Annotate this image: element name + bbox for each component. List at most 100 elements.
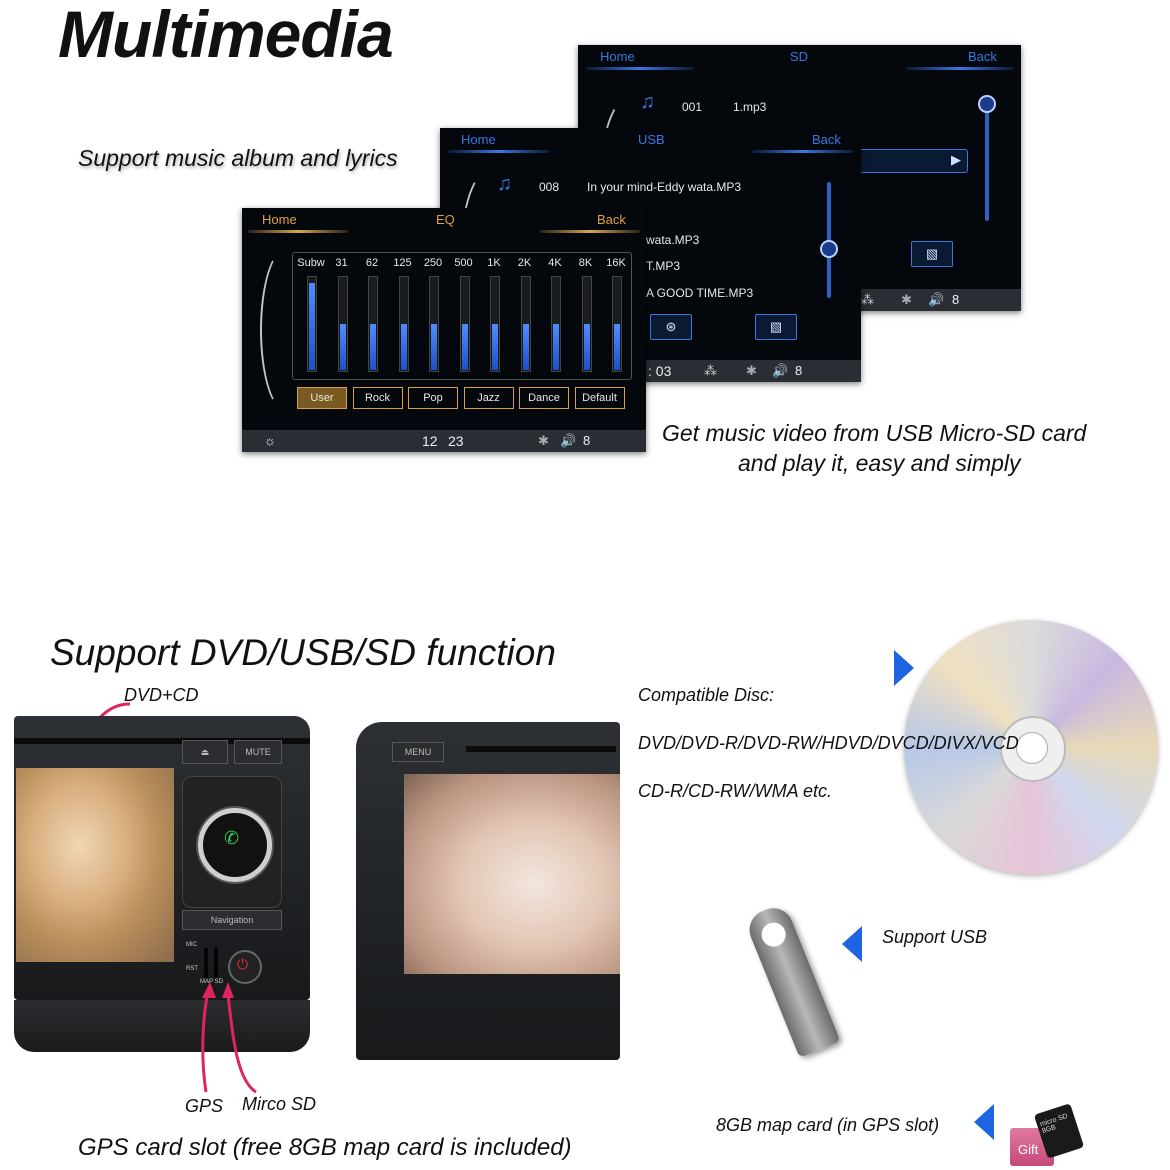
sd-track-no: 001 — [682, 100, 703, 114]
eq-home-tab[interactable]: Home — [262, 212, 297, 227]
caption-video-line1: Get music video from USB Micro-SD card — [662, 420, 1087, 446]
usb-list-item[interactable]: A GOOD TIME.MP3 — [646, 286, 754, 300]
speaker-icon: 🔊 — [928, 292, 945, 307]
compatible-disc-line2: CD-R/CD-RW/WMA etc. — [638, 781, 832, 801]
bluetooth-icon: ✱ — [538, 433, 549, 448]
eq-title: EQ — [436, 212, 455, 227]
brightness-icon[interactable]: ☼ — [264, 433, 276, 448]
eq-band-slider[interactable] — [520, 276, 531, 372]
bluetooth-icon: ✱ — [901, 292, 912, 307]
speaker-icon: 🔊 — [560, 433, 577, 448]
play-icon: ▶ — [951, 152, 961, 167]
card-pointer-triangle — [974, 1104, 994, 1140]
eq-band-label: 250 — [423, 257, 443, 269]
sd-back-tab[interactable]: Back — [968, 49, 997, 64]
head-unit-bezel — [14, 1000, 310, 1052]
eq-back-tab[interactable]: Back — [597, 212, 626, 227]
eq-preset-button[interactable]: Jazz — [463, 387, 514, 409]
navigation-button[interactable]: Navigation — [182, 910, 282, 930]
eq-band-slider[interactable] — [612, 276, 622, 372]
sd-home-tab[interactable]: Home — [600, 49, 635, 64]
sd-volume-slider[interactable] — [985, 101, 989, 221]
speaker-icon: 🔊 — [772, 363, 789, 378]
eq-band-slider[interactable] — [307, 276, 317, 372]
map-sd-label: MAP SD — [200, 979, 223, 985]
eq-band-level — [522, 324, 529, 370]
head-unit-rear: MENU — [356, 722, 620, 1060]
usb-list-item[interactable]: T.MP3 — [646, 259, 681, 273]
microsd-slot[interactable] — [214, 948, 218, 978]
phone-icon: ✆ — [224, 828, 240, 848]
power-button[interactable] — [228, 950, 262, 984]
eq-band-level — [431, 324, 437, 370]
map-card-label: 8GB map card (in GPS slot) — [716, 1115, 940, 1135]
eq-clock-hour: 12 — [422, 433, 438, 449]
bluetooth-icon: ✱ — [746, 363, 757, 378]
usb-back-tab[interactable]: Back — [812, 132, 841, 147]
eq-band-label: 4K — [548, 257, 562, 269]
eq-clock-minute: 23 — [448, 433, 464, 449]
eq-band-slider[interactable] — [368, 276, 378, 372]
eq-preset-button[interactable]: Rock — [352, 387, 403, 409]
eq-band-slider[interactable] — [398, 276, 409, 372]
eq-band-label: 1K — [487, 257, 501, 269]
disc-pointer-triangle — [894, 650, 914, 686]
caption-video-line2: and play it, easy and simply — [738, 450, 1021, 476]
usb-slider-knob[interactable] — [820, 240, 838, 258]
gps-slot[interactable] — [204, 948, 208, 978]
media-icon: ⁂ — [861, 292, 874, 307]
eq-band-label: 125 — [393, 257, 412, 269]
picture-icon[interactable]: ▧ — [755, 314, 797, 340]
eq-preset-button[interactable]: User — [297, 387, 347, 409]
phone-dial[interactable] — [198, 808, 272, 882]
usb-list-item[interactable]: wata.MP3 — [646, 233, 700, 247]
label-microsd: Mirco SD — [242, 1094, 317, 1114]
music-note-icon: ♫ — [497, 173, 512, 195]
usb-title: USB — [638, 132, 665, 147]
gps-arrow — [201, 982, 257, 1094]
eq-band-level — [370, 324, 376, 370]
screen-photo-woman — [404, 774, 620, 974]
sd-title: SD — [790, 49, 809, 64]
media-icon: ⁂ — [704, 363, 717, 378]
usb-track-no: 008 — [539, 180, 560, 194]
sd-volume: 8 — [952, 292, 960, 307]
usb-track-name: In your mind-Eddy wata.MP3 — [587, 180, 742, 194]
sd-track-name: 1.mp3 — [733, 100, 767, 114]
eq-band-slider[interactable] — [581, 276, 592, 372]
eq-preset-button[interactable]: Dance — [519, 387, 569, 409]
usb-time: : 03 — [648, 363, 672, 379]
label-dvd-cd: DVD+CD — [124, 685, 199, 705]
eq-band-level — [400, 324, 407, 370]
eq-band-level — [309, 283, 315, 370]
mic-label: MIC — [186, 942, 197, 948]
eq-band-level — [461, 324, 468, 370]
compact-disc-image — [904, 620, 1158, 874]
eq-band-slider[interactable] — [490, 276, 500, 372]
eq-band-label: 2K — [517, 257, 532, 269]
eq-band-slider[interactable] — [551, 276, 561, 372]
compatible-disc-line1: DVD/DVD-R/DVD-RW/HDVD/DVCD/DIVX/VCD — [638, 733, 1019, 753]
eq-band-slider[interactable] — [429, 276, 439, 372]
sd-play-bar[interactable]: ▶ — [858, 149, 968, 173]
usb-home-tab[interactable]: Home — [461, 132, 496, 147]
eq-preset-button[interactable]: Default — [574, 387, 625, 409]
eq-panel — [292, 252, 632, 380]
label-gps: GPS — [185, 1096, 224, 1116]
eq-preset-button[interactable]: Pop — [408, 387, 458, 409]
eq-band-level — [583, 324, 590, 370]
eject-button[interactable]: ⏏ — [182, 740, 228, 764]
eq-band-slider[interactable] — [459, 276, 470, 372]
disc-icon[interactable]: ⊛ — [650, 314, 692, 340]
eq-band-level — [492, 324, 498, 370]
eq-volume: 8 — [583, 433, 591, 448]
caption-album: Support music album and lyrics — [78, 145, 398, 171]
sd-slider-knob[interactable] — [978, 95, 996, 113]
menu-button[interactable]: MENU — [392, 742, 444, 762]
eq-band-level — [339, 324, 346, 370]
picture-icon[interactable]: ▧ — [911, 241, 953, 267]
mute-button[interactable]: MUTE — [234, 740, 282, 764]
eq-band-label: 8K — [578, 257, 593, 269]
eq-band-slider[interactable] — [337, 276, 348, 372]
